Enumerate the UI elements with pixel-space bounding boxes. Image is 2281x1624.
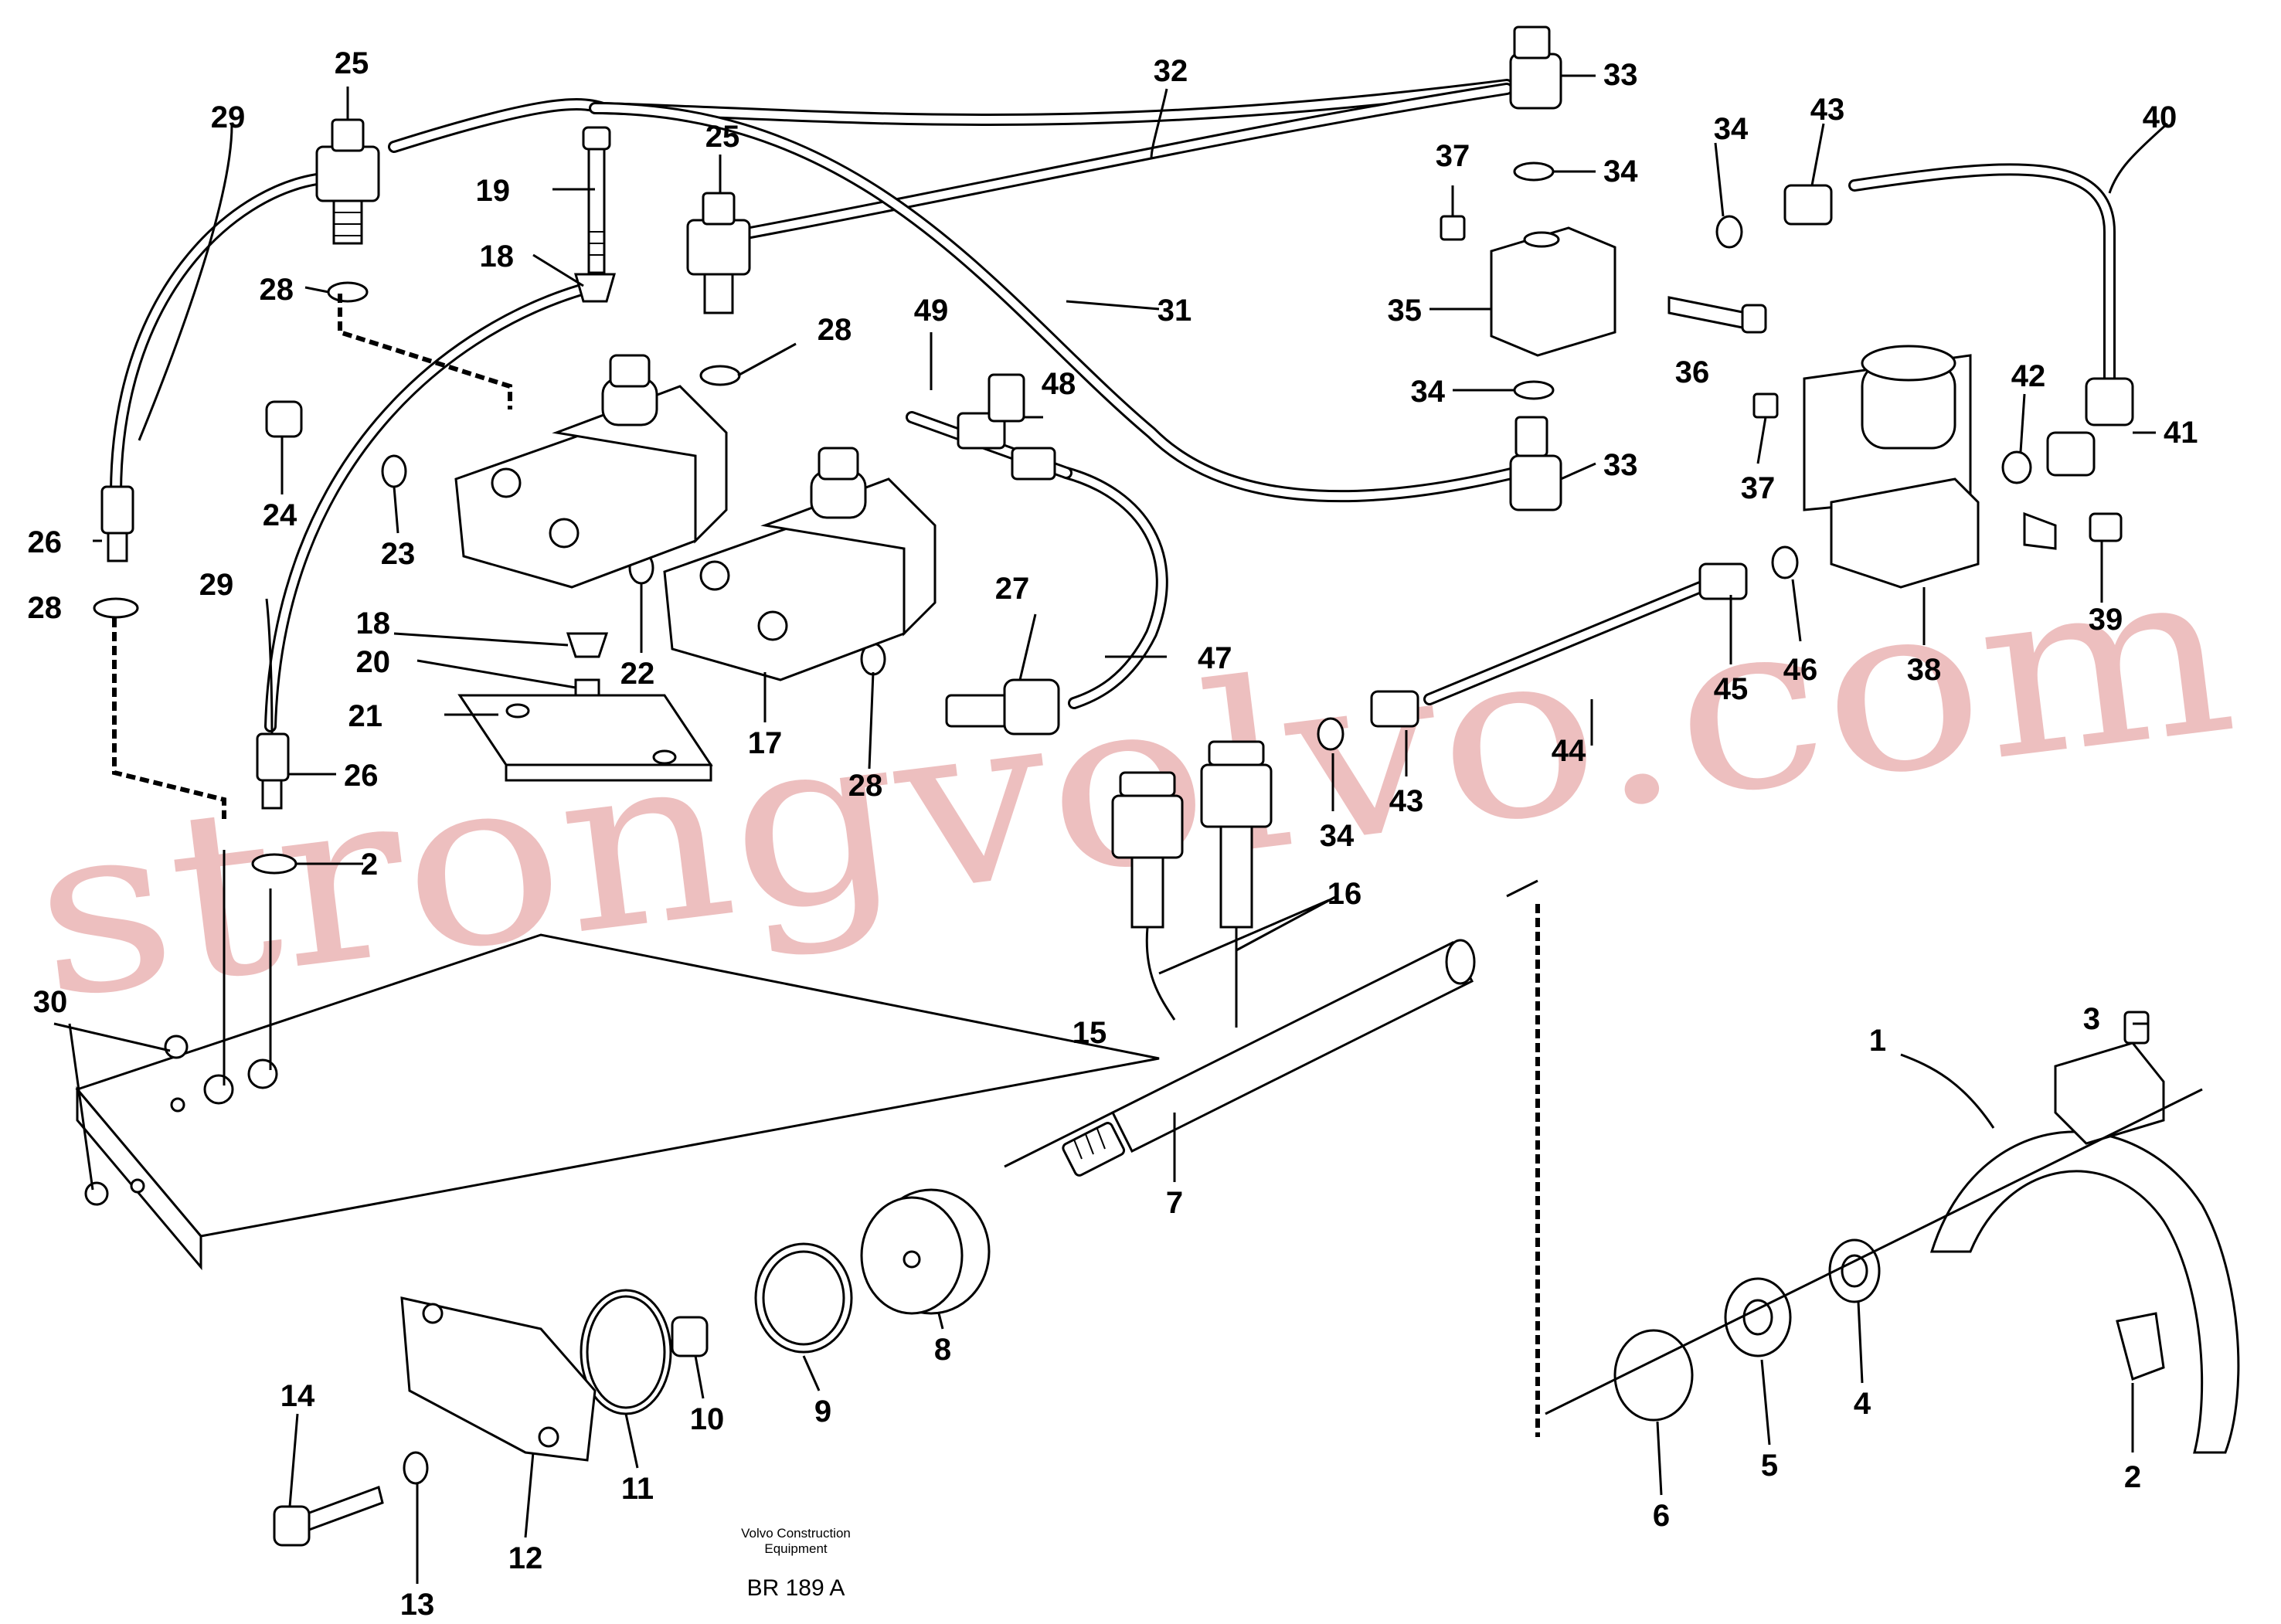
- callout-30: 30: [33, 985, 68, 1019]
- callout-26b: 26: [344, 759, 379, 793]
- callout-10: 10: [690, 1402, 725, 1436]
- part-housing: [75, 294, 1540, 1437]
- callout-43: 43: [1810, 93, 1845, 127]
- callout-8: 8: [934, 1333, 951, 1367]
- callout-46: 46: [1783, 653, 1818, 687]
- callout-34b: 34: [1411, 375, 1446, 409]
- callout-43b: 43: [1389, 784, 1424, 818]
- callout-16: 16: [1327, 877, 1362, 911]
- callout-25b: 25: [705, 120, 740, 154]
- callout-15: 15: [1073, 1016, 1107, 1050]
- callout-37b: 37: [1741, 471, 1776, 505]
- credit-line-1: Volvo Construction: [741, 1526, 851, 1541]
- callout-18b: 18: [356, 606, 391, 640]
- callout-labels: 1 2 2 3 4 5 6 7 8 9 10 11 12 13 14 15 16…: [28, 46, 2198, 1622]
- callout-20: 20: [356, 645, 391, 679]
- callout-9: 9: [814, 1395, 831, 1429]
- part-middle-fittings: [945, 373, 1273, 1028]
- credit-line-2: Equipment: [764, 1541, 828, 1556]
- callout-24: 24: [263, 498, 297, 532]
- callout-36: 36: [1675, 355, 1710, 389]
- callout-32: 32: [1154, 54, 1188, 88]
- callout-12: 12: [508, 1541, 543, 1575]
- callout-44: 44: [1552, 734, 1586, 768]
- part-right-block: [1317, 25, 2134, 751]
- callout-38: 38: [1907, 653, 1942, 687]
- callout-23: 23: [381, 537, 416, 571]
- tubing: [110, 79, 2116, 732]
- part-valves: [454, 354, 937, 681]
- callout-4: 4: [1854, 1387, 1871, 1421]
- callout-29b: 29: [199, 568, 234, 602]
- callout-47: 47: [1198, 641, 1232, 675]
- callout-48: 48: [1042, 367, 1076, 401]
- callout-21: 21: [348, 699, 383, 733]
- callout-2: 2: [2124, 1460, 2141, 1494]
- callout-7: 7: [1166, 1186, 1183, 1220]
- callout-45: 45: [1714, 672, 1749, 706]
- callout-28d: 28: [848, 769, 883, 803]
- callout-2b: 2: [361, 848, 378, 882]
- callout-14: 14: [280, 1379, 315, 1413]
- callout-22: 22: [620, 657, 655, 691]
- callout-31: 31: [1157, 294, 1192, 328]
- callout-27: 27: [995, 572, 1030, 606]
- callout-33: 33: [1603, 58, 1638, 92]
- callout-13: 13: [400, 1588, 435, 1622]
- drawing-code: BR 189 A: [747, 1575, 845, 1601]
- callout-33b: 33: [1603, 448, 1638, 482]
- callout-28b: 28: [818, 313, 852, 347]
- callout-3: 3: [2083, 1002, 2100, 1036]
- callout-37: 37: [1436, 139, 1470, 173]
- callout-49: 49: [914, 294, 949, 328]
- callout-11: 11: [621, 1472, 654, 1506]
- callout-29: 29: [211, 100, 246, 134]
- callout-39: 39: [2089, 603, 2123, 637]
- leader-lines: [53, 74, 2203, 1584]
- callout-19: 19: [476, 174, 511, 208]
- callout-18: 18: [480, 240, 515, 273]
- part-fittings: [93, 118, 886, 875]
- credit-block: Volvo Construction Equipment BR 189 A: [741, 1526, 851, 1601]
- callout-41: 41: [2164, 416, 2198, 450]
- callout-5: 5: [1761, 1449, 1778, 1483]
- part-shaft-assembly: [273, 939, 2240, 1547]
- callout-28a: 28: [260, 273, 294, 307]
- callout-34c: 34: [1714, 112, 1749, 146]
- callout-34d: 34: [1320, 819, 1355, 853]
- callout-40: 40: [2143, 100, 2177, 134]
- callout-25: 25: [335, 46, 369, 80]
- callout-1: 1: [1869, 1024, 1886, 1058]
- callout-28c: 28: [28, 591, 63, 625]
- callout-6: 6: [1653, 1499, 1670, 1533]
- callout-17: 17: [748, 726, 783, 760]
- callout-26: 26: [28, 525, 63, 559]
- callout-34a: 34: [1603, 155, 1638, 189]
- callout-42: 42: [2011, 359, 2046, 393]
- callout-35: 35: [1388, 294, 1423, 328]
